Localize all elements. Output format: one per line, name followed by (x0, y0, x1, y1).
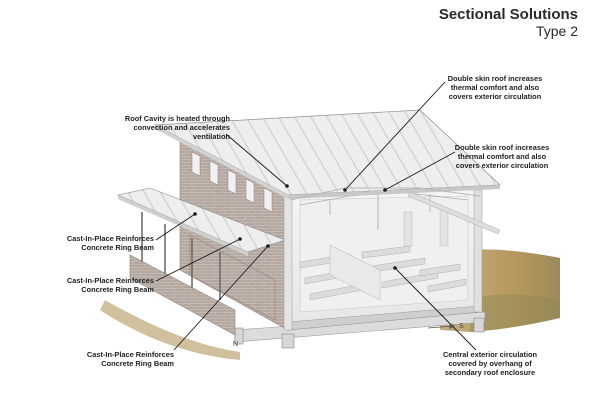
annotation-central-circulation: Central exterior circulation covered by … (442, 350, 538, 377)
annotation-double-skin-mid: Double skin roof increases thermal comfo… (454, 143, 550, 170)
annotation-roof-cavity: Roof Cavity is heated through convection… (124, 114, 230, 141)
leader-dots (193, 184, 397, 270)
page-subtitle: Type 2 (535, 23, 578, 39)
annotation-ring-beam-2: Cast-In-Place Reinforces Concrete Ring B… (66, 276, 154, 294)
south-arrow-icon (427, 322, 455, 330)
brick-plinth (129, 234, 276, 336)
orientation-north-label: N (233, 341, 239, 348)
title-block: Sectional Solutions Type 2 (439, 6, 578, 39)
main-roof (153, 109, 501, 235)
annotation-ring-beam-1: Cast-In-Place Reinforces Concrete Ring B… (66, 234, 154, 252)
page-title: Sectional Solutions (438, 6, 578, 23)
leader-lines (155, 81, 477, 351)
annotation-ring-beam-3: Cast-In-Place Reinforces Concrete Ring B… (86, 350, 174, 368)
annotation-double-skin-top: Double skin roof increases thermal comfo… (447, 74, 543, 101)
orientation-south-label: S (459, 323, 464, 330)
foundation (234, 311, 486, 349)
interior-section (283, 187, 483, 331)
